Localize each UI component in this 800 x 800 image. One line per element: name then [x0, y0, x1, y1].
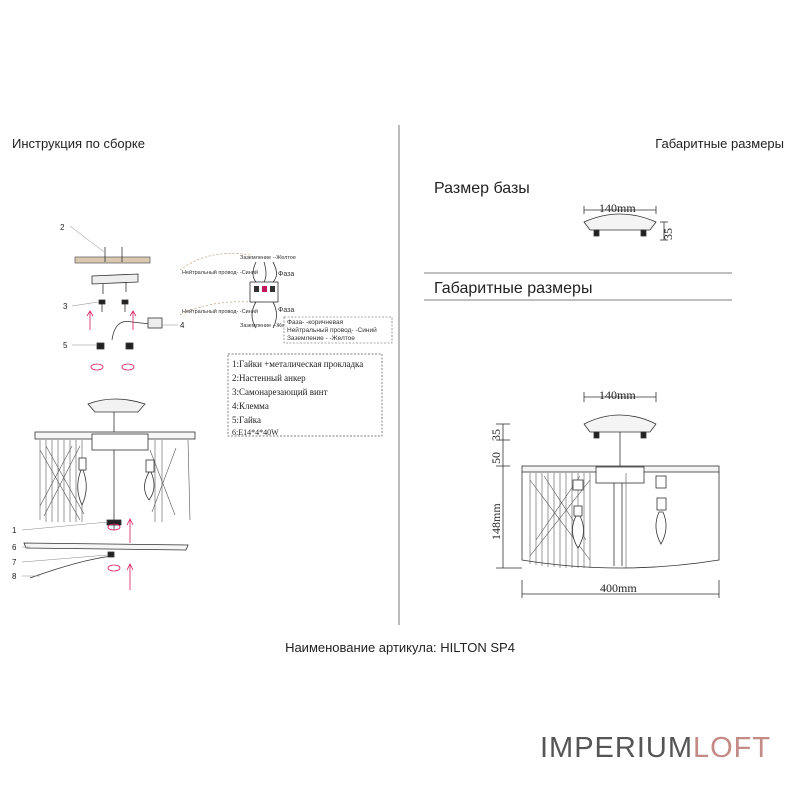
dim-body-height-label: 148mm: [489, 503, 503, 540]
brand-part-2: LOFT: [693, 732, 772, 764]
neutral-top-label: Нейтральный провод- -Синий: [182, 269, 258, 276]
fixture-hub: [595, 466, 645, 484]
assembly-arrows: [86, 310, 137, 590]
connector-wire: [111, 321, 151, 341]
parts-legend-item-5: 5:Гайка: [232, 415, 261, 425]
base-height-label: 35: [661, 228, 675, 240]
bottom-plate: [23, 542, 189, 551]
base-width-label: 140mm: [599, 201, 636, 215]
callout-8: 8: [12, 572, 17, 581]
phase-bottom-label: Фаза: [278, 307, 294, 314]
nut-left: [96, 342, 105, 350]
neutral-bottom-label: Нейтральный провод- -Синий: [182, 308, 258, 315]
dim-h2-label: 35: [489, 429, 503, 441]
screw-right: [121, 299, 129, 305]
mounting-bar: [91, 273, 139, 285]
parts-legend-item-6: 6:E14*4*40W: [232, 428, 279, 437]
fixture-bulb-left: [572, 515, 584, 549]
wire-legend-phase: Фаза- -коричневая: [287, 319, 344, 326]
ground-top-label: Заземление --Желтое: [240, 255, 296, 261]
article-name: Наименование артикула: HILTON SP4: [285, 640, 515, 655]
callouts: 2 3 4 5 1 6 7 8: [12, 223, 185, 581]
ceiling-surface: [74, 256, 151, 264]
fixture-outline: [521, 472, 720, 569]
parts-legend-item-3: 3:Самонарезающий винт: [232, 387, 328, 397]
screw-left: [98, 299, 106, 305]
dimensions-heading: Габаритные размеры: [655, 136, 784, 151]
socket-left: [78, 457, 87, 471]
overall-dims-drawing: [496, 392, 720, 598]
top-width-label: 140mm: [599, 388, 636, 402]
base-size-drawing: [583, 206, 668, 241]
parts-legend-item-4: 4:Клемма: [232, 401, 269, 411]
crystal-prisms: [39, 439, 191, 522]
brand-part-1: IMPERIUM: [540, 732, 693, 764]
wire-legend-ground: Заземление - -Желтое: [287, 335, 355, 342]
ground-bottom-label: Заземление --Желтое: [240, 323, 296, 329]
parts-legend-item-2: 2:Настенный анкер: [232, 373, 306, 383]
parts-legend-item-1: 1:Гайки +металическая прокладка: [232, 359, 363, 369]
fixture-canopy: [583, 414, 657, 433]
base-size-heading: Размер базы: [434, 180, 530, 197]
callout-7: 7: [12, 558, 17, 567]
overall-size-heading: Габаритные размеры: [434, 280, 593, 297]
dim-h1-label: 50: [489, 452, 503, 464]
socket-right: [145, 459, 155, 473]
callout-5: 5: [63, 341, 68, 350]
lamp-hub: [91, 433, 149, 451]
finial: [107, 551, 115, 558]
callout-6: 6: [12, 543, 17, 552]
nut-right: [125, 342, 134, 350]
bottom-nut: [106, 519, 122, 526]
callout-2: 2: [60, 223, 65, 232]
bottom-disc-edge: [29, 555, 113, 579]
brand-logo: IMPERIUMLOFT: [540, 732, 771, 765]
dim-width-label: 400mm: [600, 581, 637, 595]
wire-legend-neutral: Нейтральный провод- -Синий: [287, 326, 377, 334]
phase-top-label: Фаза: [278, 271, 294, 278]
callout-1: 1: [12, 526, 17, 535]
wire-color-legend: [283, 316, 393, 344]
assembly-drawing: [23, 247, 196, 579]
callout-3: 3: [63, 302, 68, 311]
bulb-right: [144, 471, 155, 501]
assembly-instructions-heading: Инструкция по сборке: [12, 136, 145, 151]
base-canopy: [583, 213, 657, 231]
parts-legend: 1:Гайки +металическая прокладка 2:Настен…: [227, 353, 383, 437]
bulb-left: [77, 469, 87, 506]
callout-4: 4: [180, 321, 185, 330]
parts-legend-box: [227, 353, 383, 437]
terminal-block: [147, 317, 163, 329]
fixture-bulb-right: [655, 511, 667, 545]
wiring-diagram: Заземление --Желтое Нейтральный провод- …: [179, 252, 393, 344]
canopy: [87, 398, 146, 413]
